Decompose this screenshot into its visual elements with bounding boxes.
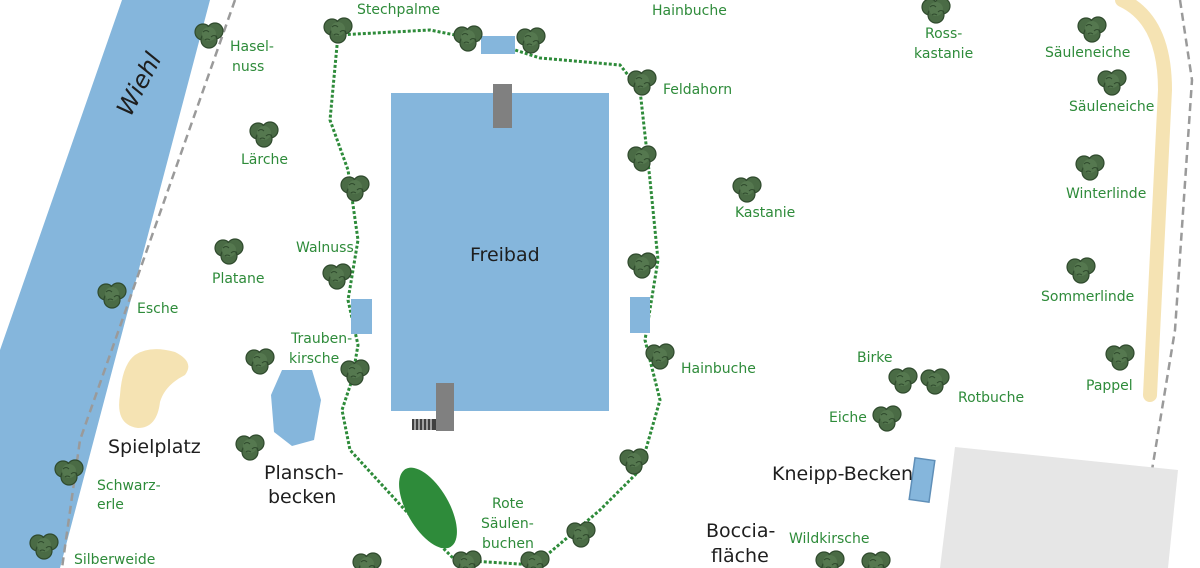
area-label-planschbecken-2: becken	[268, 486, 337, 508]
tree-icon-eiche	[872, 405, 902, 432]
area-label-kneipp: Kneipp-Becken	[772, 463, 913, 485]
tree-label-pappel: Pappel	[1086, 378, 1133, 394]
tree-icon-hedge-3	[627, 145, 657, 172]
tree-icon-hedge-1	[453, 25, 483, 52]
tree-label-walnuss: Walnuss	[296, 240, 354, 256]
gate-water-left	[351, 299, 372, 334]
sand-path	[1115, 0, 1173, 402]
tree-icon-wildkirsche-2	[861, 551, 891, 568]
tree-icon-spielplatz	[245, 348, 275, 375]
gate-water-top	[481, 36, 515, 54]
tree-icon-feldahorn	[627, 69, 657, 96]
tree-icon-hedge-6	[619, 448, 649, 475]
playground-sand	[119, 349, 189, 428]
paddling-pool	[271, 370, 321, 446]
tree-label-saeuleneiche-1: Säuleneiche	[1045, 45, 1131, 61]
tree-label-rosskastanie-2: kastanie	[914, 46, 974, 62]
tree-icon-saeuleneiche-1	[1077, 16, 1107, 43]
pool-steps	[412, 419, 436, 430]
tree-icon-bottom-3	[520, 550, 550, 568]
tree-icon-hedge-7	[566, 521, 596, 548]
tree-label-rote-saeulenbuchen-1: Rote	[492, 496, 524, 512]
tree-icon-hedge-5	[627, 252, 657, 279]
tree-label-laerche: Lärche	[241, 152, 289, 168]
tree-icon-bottom-2	[452, 550, 482, 568]
tree-label-traubenkirsche-1: Trauben-	[291, 331, 353, 347]
tree-label-rote-saeulenbuchen-3: buchen	[482, 536, 534, 552]
tree-icon-hedge-2	[516, 27, 546, 54]
tree-label-eiche: Eiche	[829, 410, 867, 426]
tree-label-haselnuss-2: nuss	[232, 59, 265, 75]
tree-label-haselnuss-1: Hasel-	[230, 39, 274, 55]
tree-icon-haselnuss	[194, 22, 224, 49]
area-label-spielplatz: Spielplatz	[108, 436, 201, 458]
paved-area	[940, 447, 1178, 568]
tree-label-silberweide: Silberweide	[74, 552, 156, 568]
fence-line-right	[1150, 0, 1194, 471]
tree-label-feldahorn: Feldahorn	[663, 82, 733, 98]
tree-label-kastanie: Kastanie	[735, 205, 796, 221]
tree-label-wildkirsche: Wildkirsche	[789, 531, 870, 547]
tree-label-traubenkirsche-2: kirsche	[289, 351, 340, 367]
tree-label-schwarzerle-2: erle	[97, 497, 124, 513]
tree-icon-bottom-1	[352, 552, 382, 568]
tree-icon-wildkirsche-1	[815, 550, 845, 568]
tree-label-rotbuche: Rotbuche	[958, 390, 1025, 406]
tree-icon-laerche	[249, 121, 279, 148]
tree-icon-kastanie	[732, 176, 762, 203]
kneipp-pool	[908, 456, 936, 504]
area-label-planschbecken-1: Plansch-	[264, 462, 344, 484]
pool-label: Freibad	[470, 244, 540, 266]
tree-icon-hedge-4	[340, 175, 370, 202]
tree-label-platane: Platane	[212, 271, 265, 287]
tree-icon-winterlinde	[1075, 154, 1105, 181]
tree-label-rote-saeulenbuchen-2: Säulen-	[481, 516, 534, 532]
tree-icon-saeuleneiche-2	[1097, 69, 1127, 96]
tree-icon-stechpalme	[323, 17, 353, 44]
tree-icon-traubenkirsche	[340, 359, 370, 386]
tree-icon-rotbuche	[920, 368, 950, 395]
tree-icon-pappel	[1105, 344, 1135, 371]
tree-icon-rosskastanie	[921, 0, 951, 24]
tree-label-winterlinde: Winterlinde	[1066, 186, 1147, 202]
tree-icon-sommerlinde	[1066, 257, 1096, 284]
tree-label-birke: Birke	[857, 350, 893, 366]
tree-icon-birke	[888, 367, 918, 394]
pool-walkway-top	[493, 84, 512, 128]
fence-line	[60, 0, 237, 568]
tree-label-schwarzerle-1: Schwarz-	[97, 478, 161, 494]
tree-label-hainbuche-right: Hainbuche	[681, 361, 756, 377]
tree-label-sommerlinde: Sommerlinde	[1041, 289, 1135, 305]
pool-walkway-bottom	[436, 383, 454, 431]
tree-icon-planschbecken	[235, 434, 265, 461]
tree-icon-platane	[214, 238, 244, 265]
tree-label-esche: Esche	[137, 301, 179, 317]
pool-freibad	[391, 93, 609, 411]
tree-label-stechpalme: Stechpalme	[357, 2, 441, 18]
tree-label-rosskastanie-1: Ross-	[925, 26, 963, 42]
area-label-boccia-2: fläche	[711, 545, 769, 567]
tree-label-saeuleneiche-2: Säuleneiche	[1069, 99, 1155, 115]
pool-hedge	[328, 28, 662, 567]
red-columnar-beech-bed	[399, 467, 457, 549]
tree-icon-walnuss	[322, 263, 352, 290]
gate-water-right	[630, 297, 650, 333]
tree-label-hainbuche-top: Hainbuche	[652, 3, 727, 19]
area-label-boccia-1: Boccia-	[706, 520, 776, 542]
